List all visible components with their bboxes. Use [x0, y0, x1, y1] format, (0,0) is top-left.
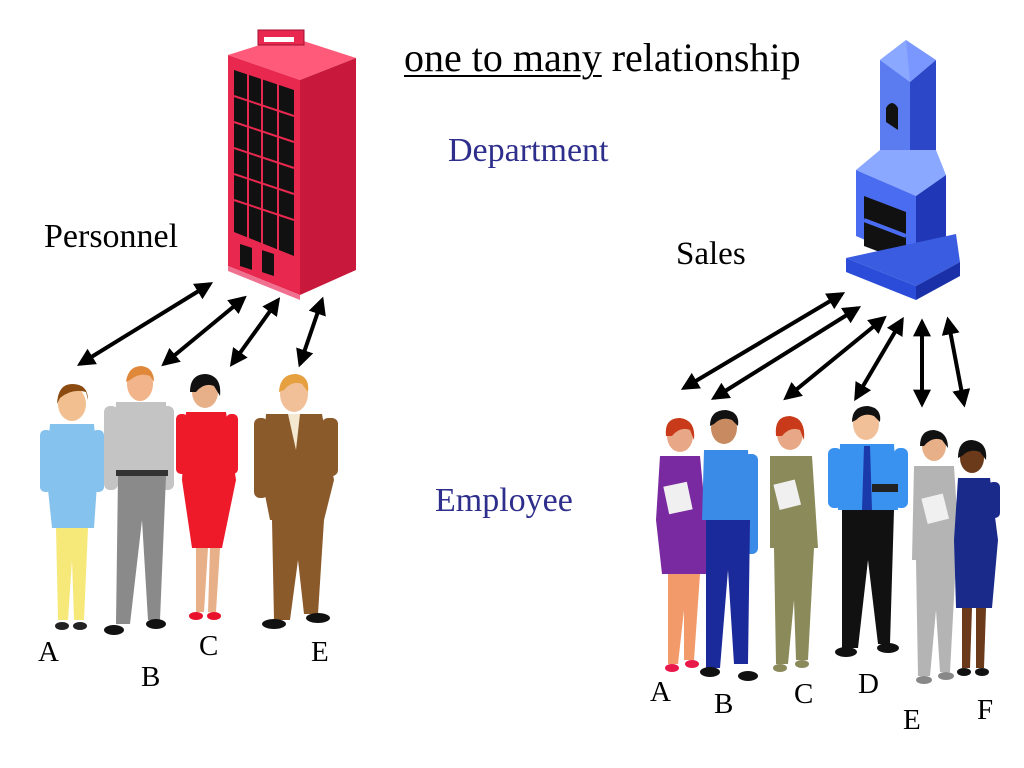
- left-employee-e-figure: [254, 374, 338, 629]
- left-employee-a-letter: A: [38, 636, 59, 668]
- left-employee-c-figure: [176, 374, 238, 620]
- right-employee-b-figure: [700, 410, 758, 681]
- arrow-sales-c: [783, 315, 887, 401]
- arrow-personnel-e: [296, 296, 326, 368]
- title-underlined-part: one to many: [404, 35, 602, 80]
- personnel-department-name: Personnel: [44, 218, 179, 255]
- right-employee-b-letter: B: [714, 688, 734, 720]
- left-employee-e-letter: E: [311, 636, 329, 668]
- right-employee-d-figure: [828, 406, 908, 657]
- left-employee-b-letter: B: [141, 661, 161, 693]
- arrow-sales-b: [710, 306, 862, 400]
- arrow-sales-d: [854, 316, 904, 402]
- arrow-sales-f: [941, 316, 971, 408]
- personnel-relationship-arrows: [76, 282, 326, 368]
- department-label: Department: [448, 132, 609, 169]
- right-employee-a-letter: A: [650, 676, 671, 708]
- slide-title: one to many relationship: [404, 34, 801, 81]
- right-employee-a-figure: [656, 418, 708, 672]
- personnel-building-icon: [228, 29, 356, 300]
- arrow-personnel-c: [229, 297, 281, 367]
- right-employee-d-letter: D: [858, 668, 879, 700]
- right-employee-f-figure: [954, 440, 1000, 676]
- right-employee-e-letter: E: [903, 704, 921, 736]
- right-employee-f-letter: F: [977, 694, 994, 726]
- sales-department-name: Sales: [676, 236, 746, 272]
- sales-relationship-arrows: [680, 292, 971, 408]
- left-employee-c-letter: C: [199, 630, 219, 662]
- left-employee-a-figure: [40, 384, 104, 630]
- title-rest: relationship: [601, 35, 801, 80]
- right-employee-c-figure: [770, 416, 818, 672]
- sales-building-icon: [846, 40, 960, 300]
- arrow-personnel-a: [76, 282, 214, 366]
- arrow-personnel-b: [161, 295, 247, 367]
- right-employee-c-letter: C: [794, 678, 814, 710]
- left-employee-b-figure: [104, 366, 174, 635]
- employee-label: Employee: [435, 482, 573, 519]
- right-employee-e-figure: [912, 430, 960, 684]
